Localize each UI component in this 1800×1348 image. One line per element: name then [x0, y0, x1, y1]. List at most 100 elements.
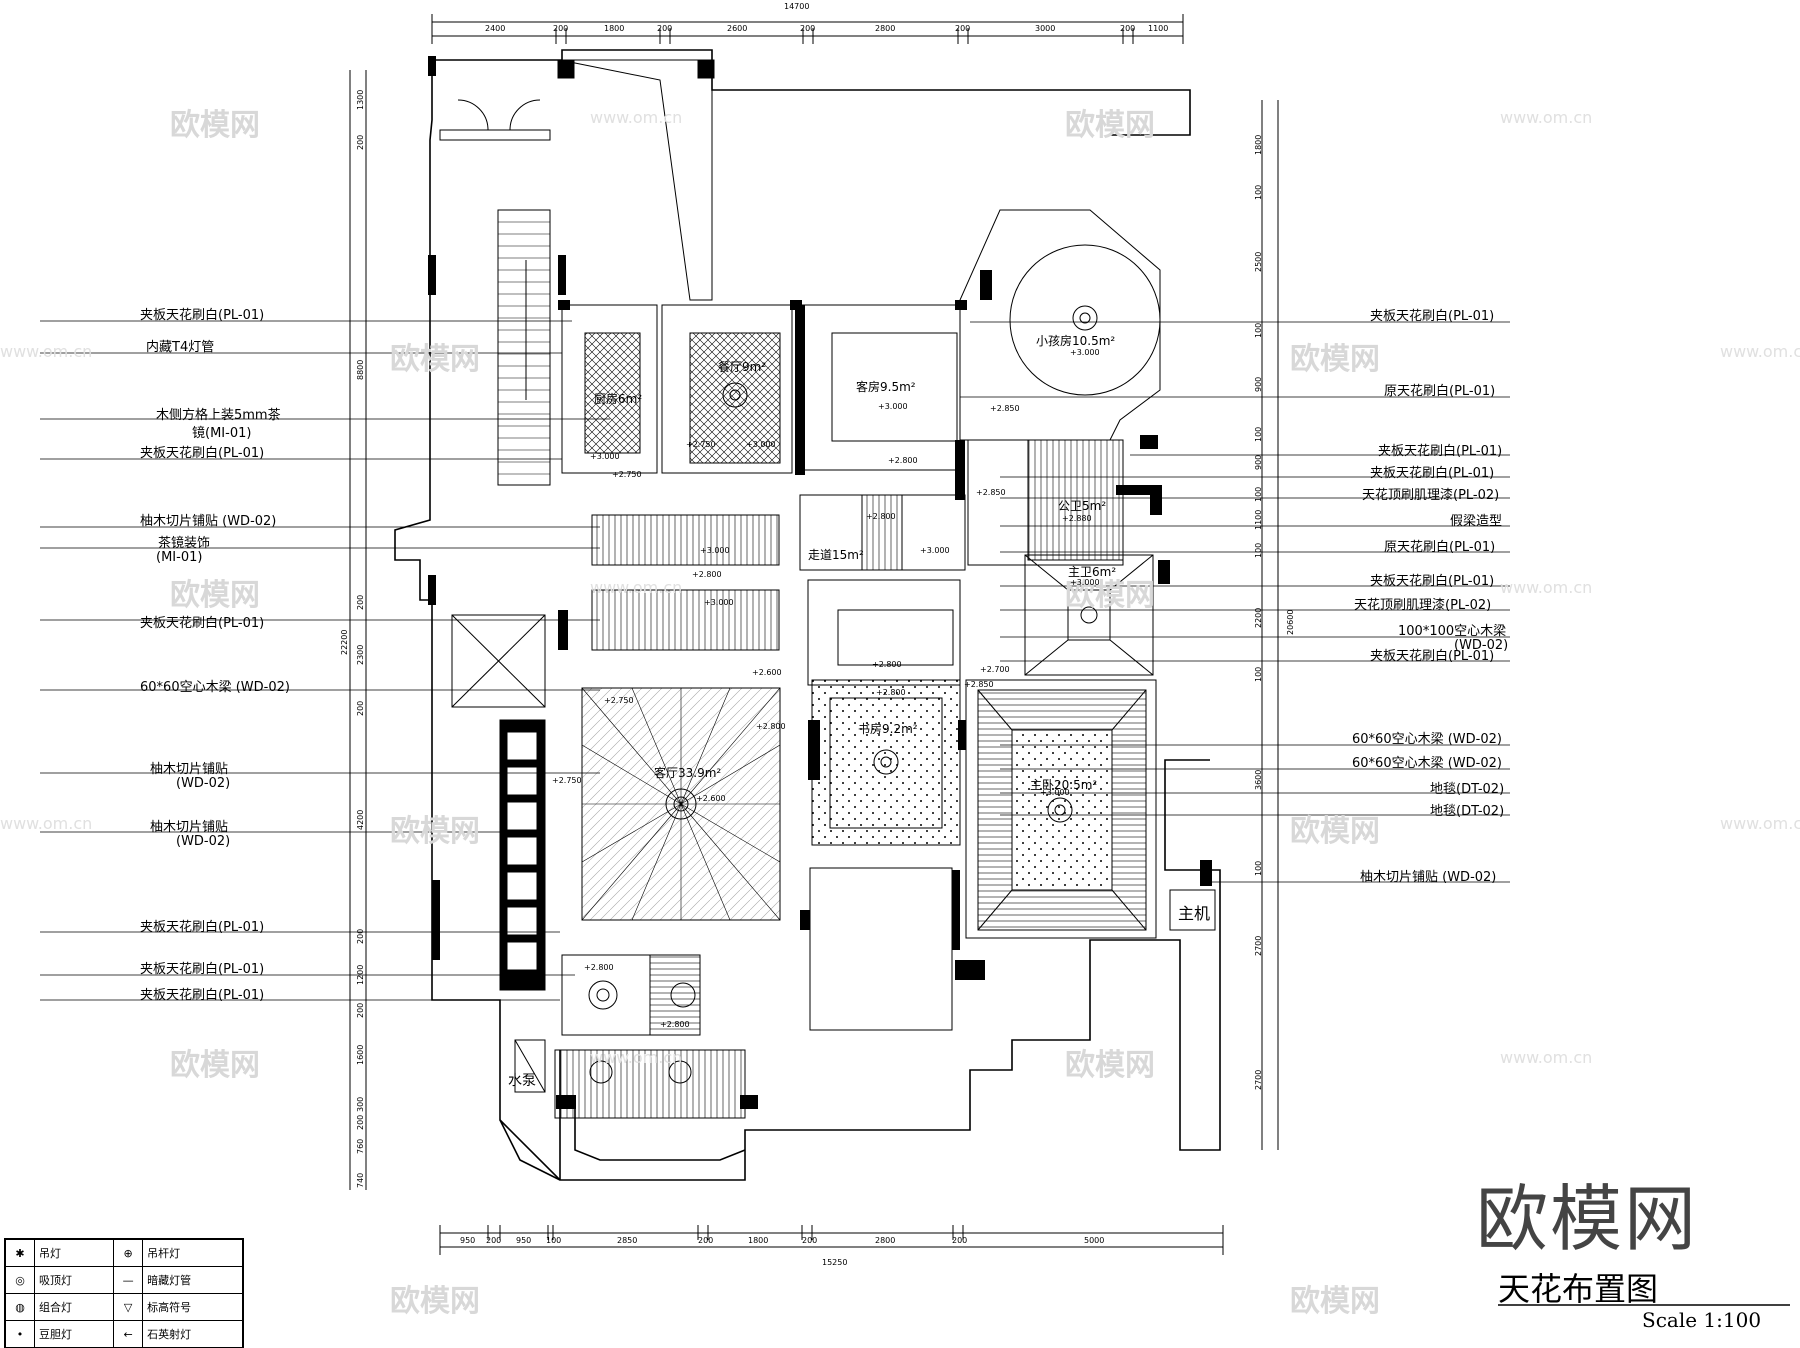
watermark: 欧模网	[1290, 1284, 1380, 1319]
dim-bottom-overall: 15250	[822, 1258, 848, 1267]
room-master-bath-label: 主卫6m²	[1068, 565, 1117, 579]
dim-left: 1300	[356, 89, 365, 110]
dim-right: 100	[1254, 426, 1263, 442]
dim-bottom: 950	[516, 1236, 532, 1245]
annotation-label: 地毯(DT-02)	[1430, 782, 1505, 797]
elevation-mark: +2.800	[876, 688, 906, 697]
dim-bottom: 100	[546, 1236, 562, 1245]
annotation-label: 夹板天花刷白(PL-01)	[1370, 574, 1495, 589]
dim-right: 1100	[1254, 509, 1263, 530]
annotation-label: 夹板天花刷白(PL-01)	[1370, 309, 1495, 324]
dim-left: 200	[356, 700, 365, 716]
dim-top: 2400	[485, 24, 506, 33]
dim-bottom: 200	[486, 1236, 502, 1245]
watermark-url: www.om.cn	[1500, 1048, 1593, 1067]
elevation-mark: +3.000	[746, 440, 776, 449]
annotation-label: (WD-02)	[1454, 638, 1509, 653]
rod-lamp-icon: ⊕	[113, 1239, 144, 1267]
room-pump-label: 水泵	[508, 1073, 536, 1089]
drawing-scale: Scale 1:100	[1642, 1308, 1762, 1332]
legend-label: 吊杆灯	[142, 1239, 243, 1267]
legend-row: • 豆胆灯 ← 石英射灯	[5, 1320, 243, 1348]
elevation-mark: +2.880	[1062, 514, 1092, 523]
elevation-mark: +3.000	[500, 760, 530, 769]
elevation-mark: +2.800	[866, 512, 896, 521]
room-kids-label: 小孩房10.5m²	[1036, 334, 1116, 348]
elevation-mark: +2.800	[756, 722, 786, 731]
room-dining-label: 餐厅9m²	[718, 360, 767, 374]
annotation-label: (MI-01)	[156, 550, 203, 565]
dim-right: 100	[1254, 486, 1263, 502]
elevation-mark: +3.000	[878, 402, 908, 411]
annotation-label: 天花顶刷肌理漆(PL-02)	[1362, 488, 1500, 503]
annotation-label: 夹板天花刷白(PL-01)	[140, 920, 265, 935]
dim-bottom: 950	[460, 1236, 476, 1245]
elevation-mark: +3.000	[920, 546, 950, 555]
legend-row: ◎ 吸顶灯 — 暗藏灯管	[5, 1266, 243, 1294]
dim-left: 200	[356, 134, 365, 150]
elevation-mark: +2.750	[612, 470, 642, 479]
drawing-title: 天花布置图	[1498, 1270, 1659, 1308]
hidden-tube-icon: —	[113, 1266, 144, 1294]
dim-top: 3000	[1035, 24, 1056, 33]
annotation-label: 夹板天花刷白(PL-01)	[1370, 466, 1495, 481]
annotation-label: 柚木切片铺贴	[150, 762, 229, 777]
room-guest-label: 客房9.5m²	[856, 380, 916, 394]
watermark-url: www.om.cn	[0, 814, 93, 833]
watermark: 欧模网	[1065, 578, 1155, 613]
elevation-mark: +2.800	[660, 1020, 690, 1029]
dim-left: 740	[356, 1172, 365, 1188]
legend-row: ✱ 吊灯 ⊕ 吊杆灯	[5, 1239, 243, 1267]
dim-right: 3600	[1254, 769, 1263, 790]
annotation-label: 内藏T4灯管	[146, 340, 215, 355]
dim-left: 200	[356, 1114, 365, 1130]
annotation-label: (WD-02)	[176, 776, 231, 791]
watermark: 欧模网	[390, 342, 480, 377]
dim-top: 1100	[1148, 24, 1169, 33]
annotation-label: 60*60空心木梁 (WD-02)	[1352, 756, 1502, 771]
ceiling-lamp-icon: ◎	[5, 1266, 35, 1294]
watermark-url: www.om.cn	[1500, 108, 1593, 127]
dim-right-overall: 20600	[1286, 609, 1295, 635]
elevation-mark: +2.600	[696, 794, 726, 803]
annotation-label: 夹板天花刷白(PL-01)	[1378, 444, 1503, 459]
annotation-label: 假梁造型	[1450, 514, 1503, 529]
dim-right: 2500	[1254, 251, 1263, 272]
room-public-bath-label: 公卫5m²	[1058, 499, 1107, 513]
elevation-mark: +2.800	[584, 963, 614, 972]
dim-right: 900	[1254, 376, 1263, 392]
legend-label: 吊灯	[33, 1239, 115, 1267]
dim-top: 200	[955, 24, 971, 33]
dim-right: 100	[1254, 860, 1263, 876]
annotation-label: 柚木切片铺贴 (WD-02)	[140, 514, 277, 529]
elevation-mark: +2.800	[888, 456, 918, 465]
legend-label: 标高符号	[142, 1293, 243, 1321]
watermark: 欧模网	[1065, 108, 1155, 143]
watermark: 欧模网	[170, 1048, 260, 1083]
legend-row: ◍ 组合灯 ▽ 标高符号	[5, 1293, 243, 1321]
dim-bottom: 200	[698, 1236, 714, 1245]
elevation-mark: +2.700	[980, 665, 1010, 674]
annotation-label: 60*60空心木梁 (WD-02)	[140, 680, 290, 695]
annotation-label: 柚木切片铺贴	[150, 820, 229, 835]
watermark: 欧模网	[1290, 342, 1380, 377]
dim-left: 1600	[356, 1044, 365, 1065]
dim-top: 200	[657, 24, 673, 33]
annotation-label: 夹板天花刷白(PL-01)	[140, 308, 265, 323]
dim-bottom: 2850	[617, 1236, 638, 1245]
dim-left: 200	[356, 594, 365, 610]
dim-left: 4200	[356, 809, 365, 830]
room-host-label: 主机	[1178, 904, 1211, 923]
annotation-label: (WD-02)	[176, 834, 231, 849]
dim-bottom: 200	[802, 1236, 818, 1245]
watermark: 欧模网	[1065, 1048, 1155, 1083]
room-kitchen-label: 厨房6m²	[594, 392, 643, 406]
elevation-mark: +3.000	[1070, 578, 1100, 587]
annotation-label: 夹板天花刷白(PL-01)	[140, 616, 265, 631]
dim-left: 200	[356, 1002, 365, 1018]
elevation-mark: +3.000	[590, 452, 620, 461]
elevation-mark: +2.750	[604, 696, 634, 705]
dim-bottom: 1800	[748, 1236, 769, 1245]
downlight-icon: •	[5, 1320, 35, 1348]
dim-bottom: 200	[952, 1236, 968, 1245]
